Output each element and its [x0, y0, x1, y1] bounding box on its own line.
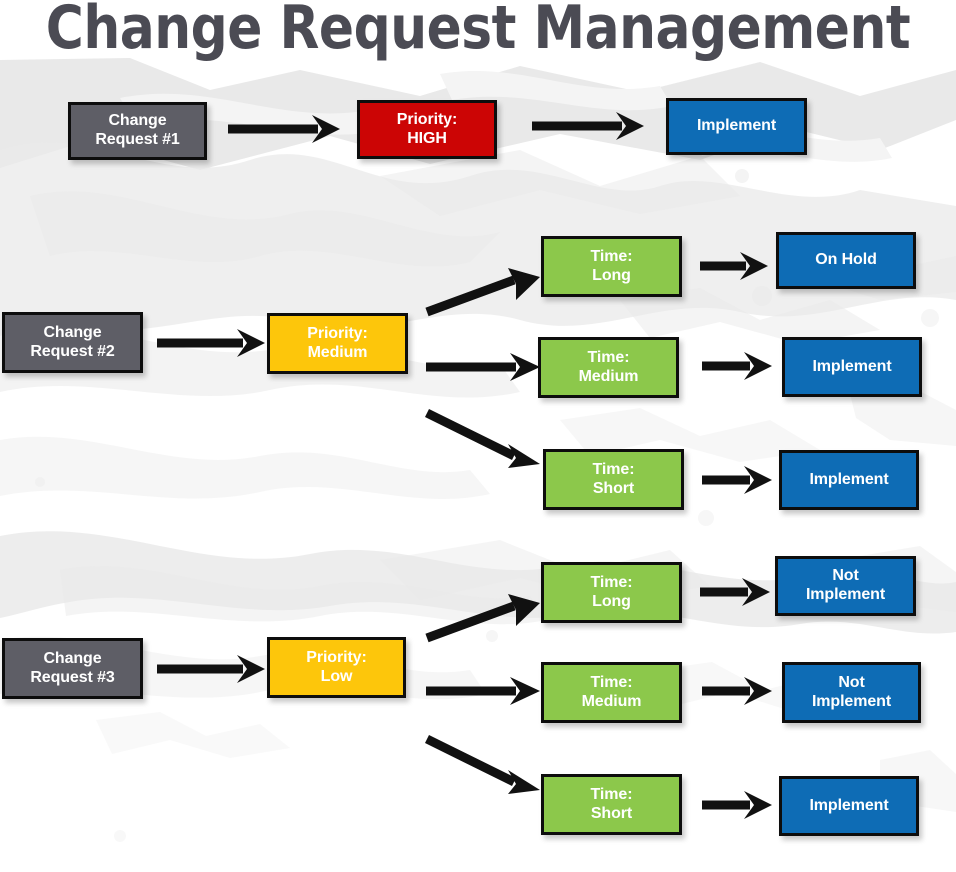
arrow-request1-to-priority — [226, 113, 342, 145]
change-request-1-label: Change Request #1 — [95, 112, 180, 148]
change-request-3-label: Change Request #3 — [30, 649, 115, 686]
change-request-3-box[interactable]: Change Request #3 — [2, 638, 143, 699]
decision-implement-low-short-label: Implement — [809, 796, 889, 814]
time-short-medium-box[interactable]: Time: Short — [543, 449, 684, 510]
decision-implement-high-label: Implement — [696, 117, 777, 135]
decision-implement-medium-box[interactable]: Implement — [782, 337, 922, 397]
decision-not-implement-long-box[interactable]: Not Implement — [775, 556, 916, 616]
arrow-time-long-to-not-implement — [698, 576, 772, 608]
time-long-low-box[interactable]: Time: Long — [541, 562, 682, 623]
change-request-2-label: Change Request #2 — [30, 323, 115, 360]
time-short-medium-label: Time: Short — [592, 460, 635, 497]
arrow-time-short-to-implement-low — [700, 789, 774, 821]
priority-low-box[interactable]: Priority: Low — [267, 637, 406, 698]
arrow-priority-high-to-implement — [530, 110, 646, 142]
change-request-2-box[interactable]: Change Request #2 — [2, 312, 143, 373]
arrow-low-to-time-long — [424, 594, 542, 643]
time-medium-low-label: Time: Medium — [581, 673, 642, 710]
arrow-medium-to-time-medium — [424, 351, 542, 383]
decision-implement-short-label: Implement — [809, 470, 889, 488]
time-short-low-box[interactable]: Time: Short — [541, 774, 682, 835]
decision-implement-high-box[interactable]: Implement — [666, 98, 807, 155]
time-medium-medium-box[interactable]: Time: Medium — [538, 337, 679, 398]
arrow-time-medium-to-implement — [700, 350, 774, 382]
page-title: Change Request Management — [45, 0, 911, 63]
arrow-medium-to-time-short — [424, 408, 542, 470]
time-short-low-label: Time: Short — [590, 785, 633, 822]
priority-medium-box[interactable]: Priority: Medium — [267, 313, 408, 374]
priority-high-label: Priority: HIGH — [396, 110, 458, 147]
time-medium-medium-label: Time: Medium — [578, 348, 639, 385]
time-long-medium-box[interactable]: Time: Long — [541, 236, 682, 297]
decision-implement-short-box[interactable]: Implement — [779, 450, 919, 510]
decision-implement-low-short-box[interactable]: Implement — [779, 776, 919, 836]
time-long-low-label: Time: Long — [590, 573, 633, 610]
decision-not-implement-long-label: Not Implement — [805, 567, 886, 603]
arrow-low-to-time-short — [424, 734, 542, 796]
decision-implement-medium-label: Implement — [812, 357, 892, 375]
decision-not-implement-medium-label: Not Implement — [811, 673, 892, 710]
arrow-time-long-to-on-hold — [698, 250, 770, 282]
arrow-request2-to-priority — [155, 327, 267, 359]
arrow-low-to-time-medium — [424, 675, 542, 707]
arrow-request3-to-priority — [155, 653, 267, 685]
arrow-medium-to-time-long — [424, 268, 542, 317]
priority-high-box[interactable]: Priority: HIGH — [357, 100, 497, 159]
decision-on-hold-label: On Hold — [815, 251, 877, 269]
change-request-1-box[interactable]: Change Request #1 — [68, 102, 207, 160]
arrow-time-medium-to-not-implement — [700, 675, 774, 707]
priority-low-label: Priority: Low — [306, 648, 367, 685]
arrow-time-short-to-implement — [700, 464, 774, 496]
time-medium-low-box[interactable]: Time: Medium — [541, 662, 682, 723]
decision-on-hold-box[interactable]: On Hold — [776, 232, 916, 289]
priority-medium-label: Priority: Medium — [307, 324, 368, 361]
decision-not-implement-medium-box[interactable]: Not Implement — [782, 662, 921, 723]
time-long-medium-label: Time: Long — [590, 247, 633, 284]
